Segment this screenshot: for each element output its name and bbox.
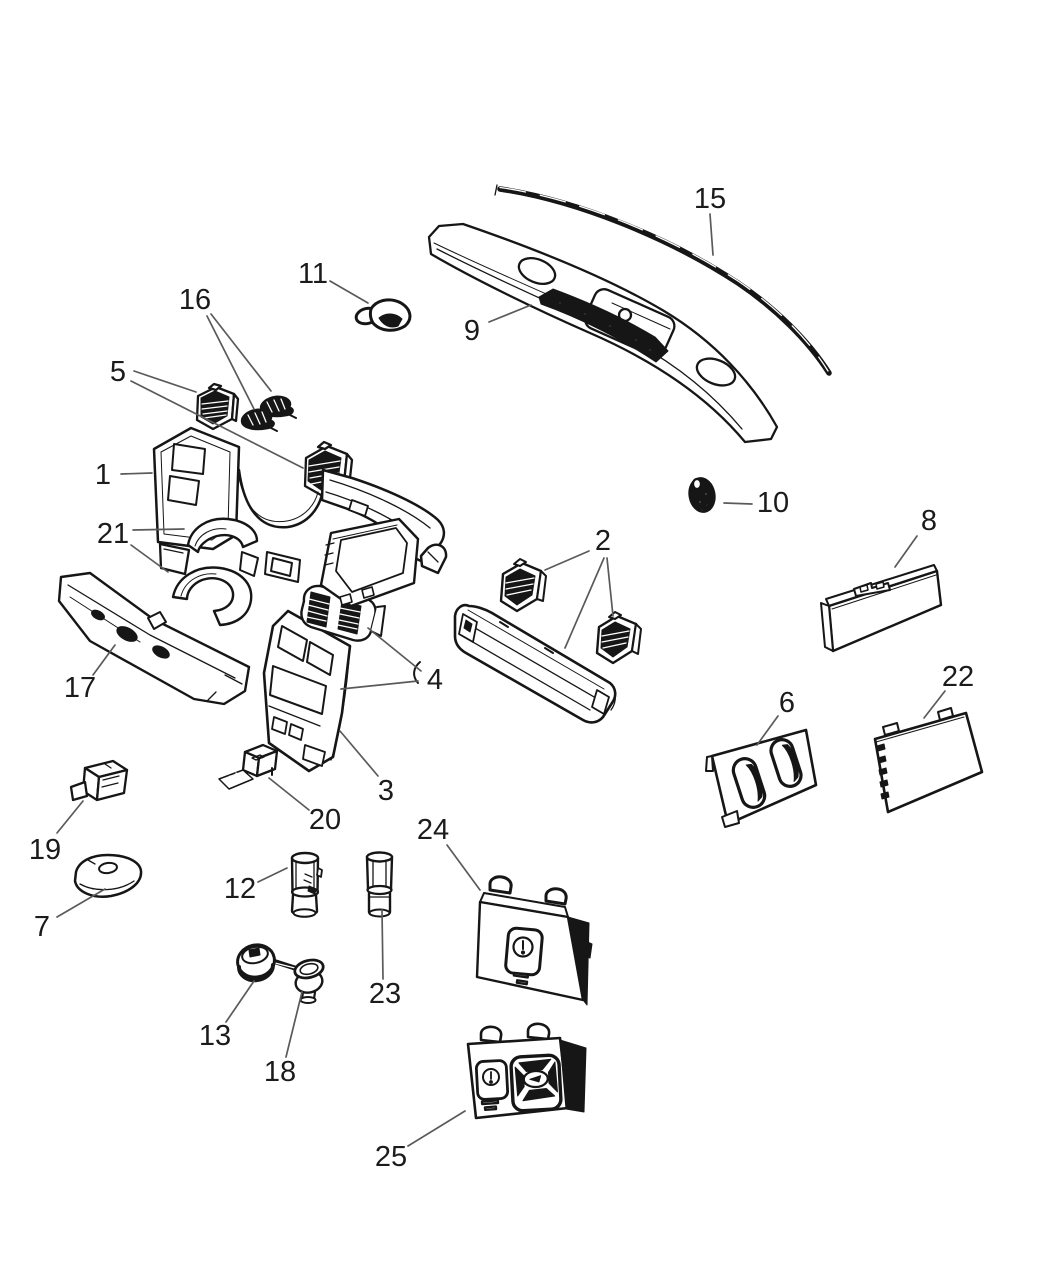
callout-label-20: 20 — [309, 804, 341, 836]
part-19-bracket-cover — [69, 759, 129, 802]
leader-line-16 — [210, 313, 272, 392]
callout-label-16: 16 — [179, 284, 211, 316]
leader-line-4 — [367, 627, 422, 672]
leader-line-19 — [56, 800, 84, 834]
leader-line-18 — [285, 991, 303, 1058]
callout-label-21: 21 — [97, 518, 129, 550]
callout-label-18: 18 — [264, 1056, 296, 1088]
callout-label-17: 17 — [64, 672, 96, 704]
part-6-switch-plate — [705, 728, 818, 828]
callout-label-23: 23 — [369, 978, 401, 1010]
part-7-access-cover — [73, 853, 143, 898]
leader-line-2 — [564, 557, 605, 649]
leader-line-8 — [894, 535, 918, 568]
part-12-power-outlet — [290, 851, 323, 918]
leader-line-3 — [339, 730, 379, 777]
callout-label-15: 15 — [694, 183, 726, 215]
callout-label-13: 13 — [199, 1020, 231, 1052]
part-21-column-shrouds — [171, 517, 259, 627]
part-24-outlet-housing — [475, 875, 593, 1006]
part-22-blank-panel — [873, 707, 984, 814]
part-4-center-outlet — [300, 584, 386, 642]
part-11-clip — [354, 298, 412, 332]
leader-line-7 — [56, 888, 106, 918]
leader-line-17 — [92, 644, 116, 676]
part-outlet-housing — [319, 517, 420, 608]
callout-label-2: 2 — [595, 525, 611, 557]
part-18-knob — [293, 958, 325, 1004]
callout-label-7: 7 — [34, 911, 50, 943]
callout-label-5: 5 — [110, 356, 126, 388]
callout-label-1: 1 — [95, 459, 111, 491]
leader-line-20 — [268, 777, 310, 811]
part-25-switch-housing — [466, 1022, 587, 1120]
leader-line-6 — [756, 715, 779, 746]
part-15-molding-strip — [494, 184, 832, 376]
leader-line-21 — [132, 528, 185, 531]
leader-line-9 — [488, 304, 532, 323]
part-20-bracket — [218, 743, 279, 790]
leader-line-22 — [923, 690, 946, 719]
part-2-passenger-outlets — [413, 558, 642, 724]
leader-line-13 — [225, 980, 255, 1023]
part-17-lower-trim — [57, 571, 251, 706]
leader-line-12 — [257, 867, 288, 883]
callout-label-9: 9 — [464, 315, 480, 347]
callout-label-24: 24 — [417, 814, 449, 846]
leader-line-16 — [206, 315, 255, 410]
callout-label-22: 22 — [942, 661, 974, 693]
callout-label-8: 8 — [921, 505, 937, 537]
part-10-grommet — [688, 477, 716, 513]
callout-label-4: 4 — [427, 664, 443, 696]
callout-label-19: 19 — [29, 834, 61, 866]
leader-line-25 — [407, 1110, 466, 1147]
parts-artwork — [57, 184, 984, 1120]
callout-label-3: 3 — [378, 775, 394, 807]
leader-line-11 — [329, 280, 369, 304]
part-9-top-panel — [427, 222, 779, 444]
callout-label-25: 25 — [375, 1141, 407, 1173]
callout-label-10: 10 — [757, 487, 789, 519]
part-23-socket — [365, 851, 394, 918]
part-16-clips — [240, 395, 297, 432]
leader-line-24 — [446, 844, 481, 891]
leader-line-2 — [606, 557, 614, 617]
leader-line-23 — [381, 909, 384, 980]
callout-label-12: 12 — [224, 873, 256, 905]
leader-line-2 — [544, 550, 590, 571]
leader-line-1 — [120, 472, 153, 475]
part-13-cap — [236, 943, 304, 983]
part-8-glovebox-door — [820, 564, 943, 653]
leader-line-4 — [340, 680, 419, 690]
part-3-center-bezel — [262, 609, 352, 773]
leader-line-5 — [130, 380, 304, 469]
callout-label-6: 6 — [779, 687, 795, 719]
leader-line-5 — [133, 370, 197, 393]
callout-label-11: 11 — [298, 258, 328, 290]
leader-line-15 — [709, 213, 714, 256]
leader-line-21 — [130, 544, 169, 573]
leader-line-10 — [723, 502, 753, 505]
